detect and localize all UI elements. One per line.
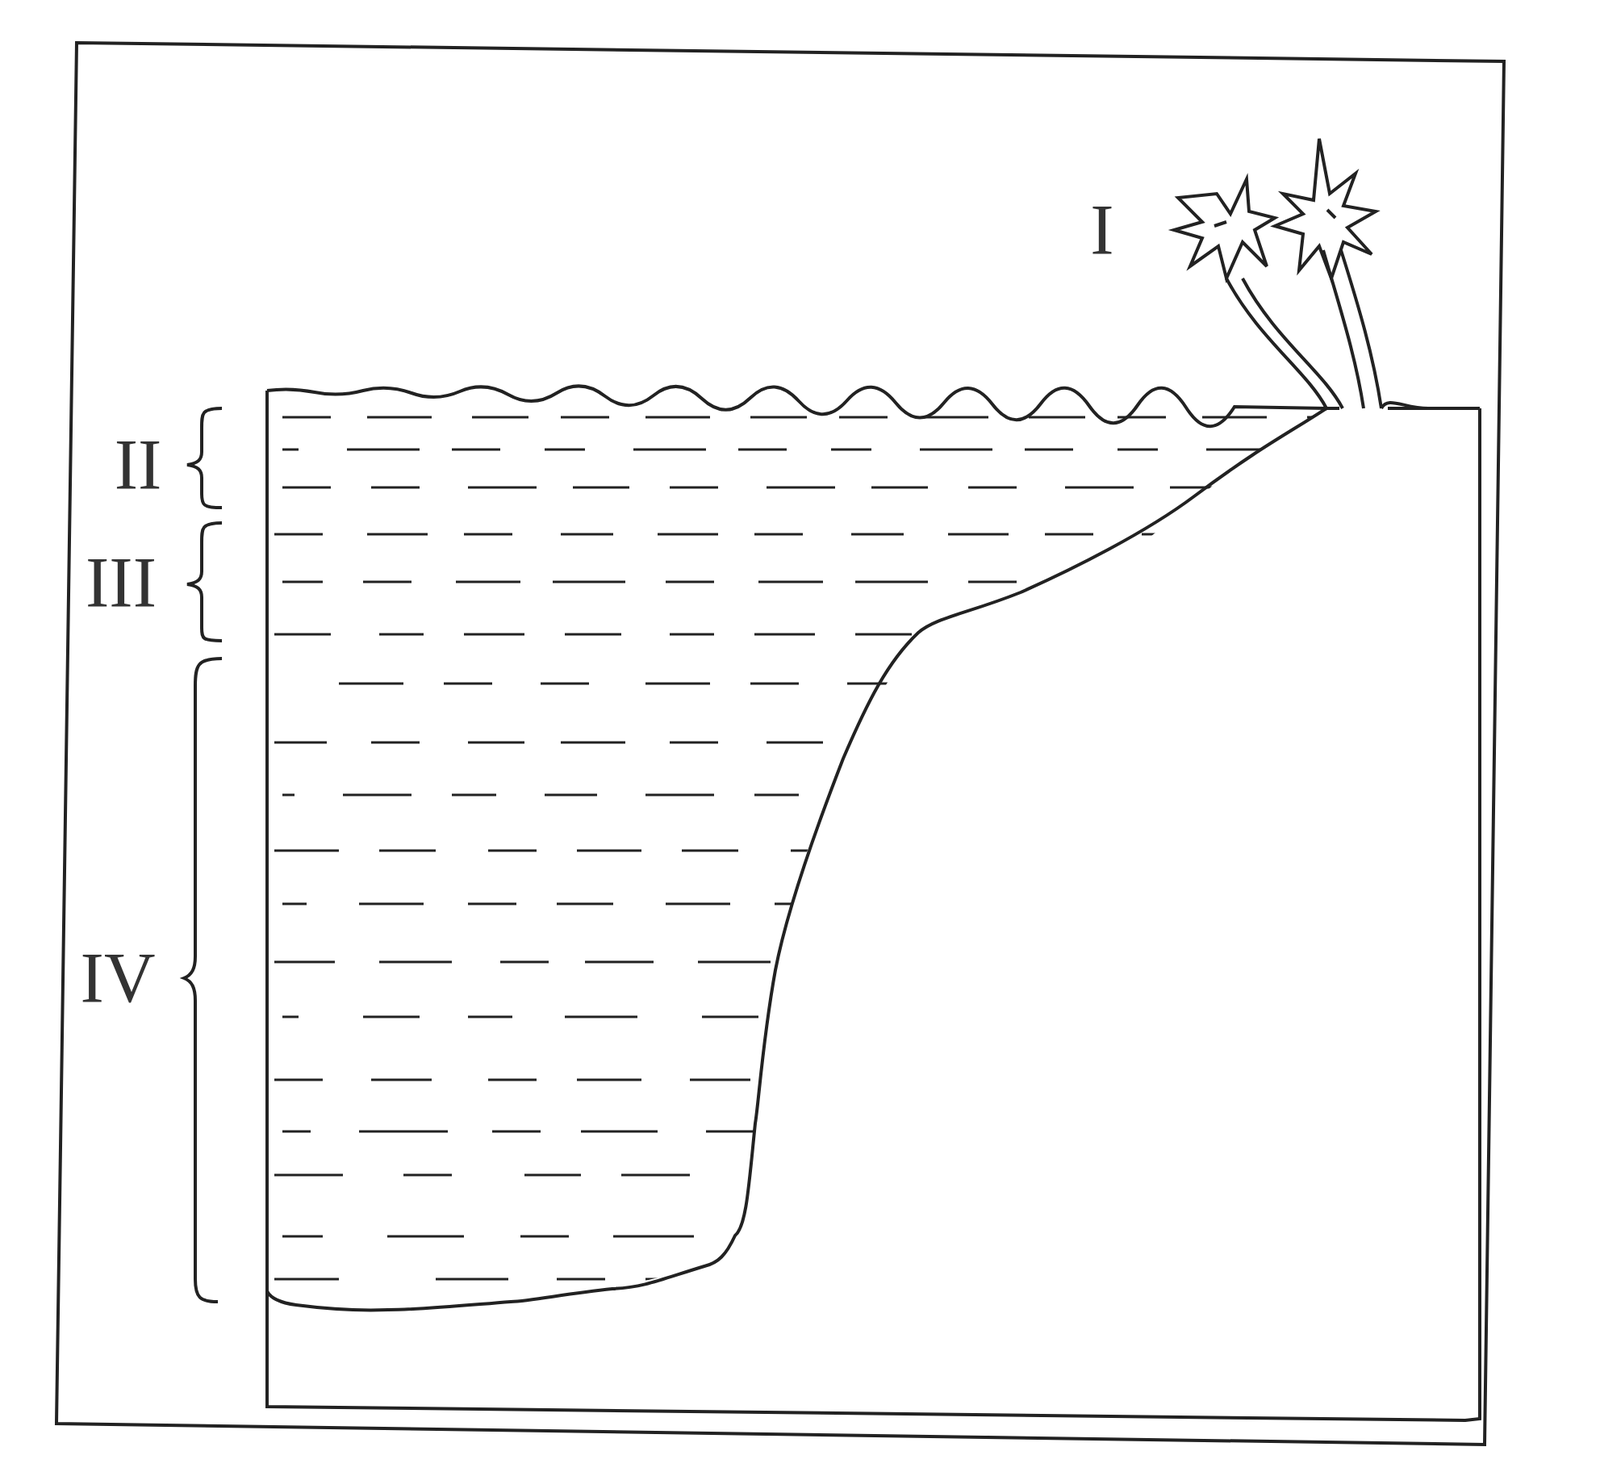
- zone-label: III: [85, 547, 157, 619]
- water-hatching: [274, 417, 1332, 1279]
- land-surface: [1326, 406, 1480, 410]
- zone-label: II: [114, 429, 163, 501]
- inner-frame: [267, 390, 1480, 1421]
- zone-label: I: [1090, 194, 1114, 266]
- outer-frame: [56, 42, 1504, 1445]
- zone-brackets: [183, 408, 222, 1302]
- palm-trees: [1173, 138, 1429, 409]
- zone-label: IV: [80, 942, 156, 1014]
- lake-bed: [267, 408, 1327, 1310]
- water-surface: [267, 385, 1327, 427]
